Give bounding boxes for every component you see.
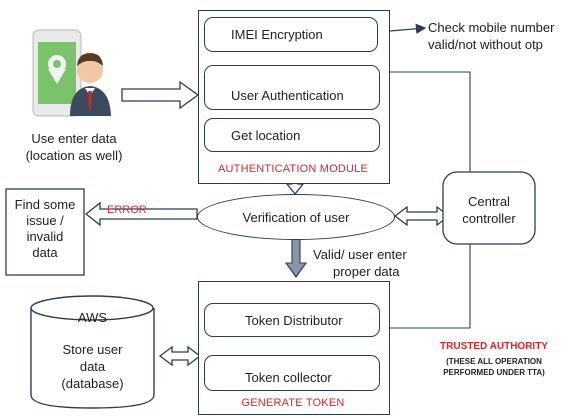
verification-central-double-arrow: [393, 205, 451, 227]
error-box-line1: Find some: [14, 197, 76, 212]
user-to-auth-arrow: [121, 80, 200, 110]
get-location-label: Get location: [231, 127, 301, 143]
error-box-text: Find some issue / invalid data: [8, 197, 82, 261]
token-collector-label: Token collector: [245, 369, 332, 385]
user-authentication-label: User Authentication: [231, 88, 344, 103]
verification-of-user-node: Verification of user: [197, 194, 395, 240]
error-box-line4: data: [32, 245, 58, 260]
error-box: [5, 188, 85, 276]
token-collector-box: Token collector: [204, 355, 380, 391]
trusted-note-line2: PERFORMED UNDER TTA): [443, 368, 545, 377]
valid-note-line1: Valid/ user enter: [313, 247, 407, 262]
generate-token-module: [198, 281, 390, 415]
trusted-authority-title: TRUSTED AUTHORITY: [440, 341, 548, 352]
valid-user-note: Valid/ user enter proper data: [313, 246, 433, 280]
aws-database-cylinder: [30, 295, 155, 409]
aws-line1: Store user: [62, 342, 123, 357]
central-line1: Central: [468, 194, 510, 209]
central-to-token-line: [388, 244, 471, 329]
aws-title: AWS: [77, 310, 108, 325]
aws-line2: data: [79, 359, 106, 374]
error-box-line2: issue /: [26, 213, 64, 228]
valid-note-line2: proper data: [333, 264, 400, 279]
user-caption-line2: (location as well): [25, 148, 123, 163]
user-authentication-box: User Authentication: [204, 65, 380, 110]
check-mobile-line2: valid/not without otp: [428, 37, 543, 52]
verification-to-token-arrow: [284, 237, 308, 278]
verification-label: Verification of user: [242, 209, 350, 225]
token-distributor-label: Token Distributor: [245, 312, 343, 328]
imei-encryption-box: IMEI Encryption: [204, 17, 378, 52]
central-controller-text: Central controller: [443, 193, 535, 227]
check-mobile-line1: Check mobile number: [428, 20, 555, 35]
verification-to-error-arrow: [84, 201, 198, 227]
get-location-box: Get location: [204, 118, 380, 152]
aws-text: AWS Store user data (database): [31, 309, 154, 392]
authentication-module-caption: AUTHENTICATION MODULE: [217, 163, 369, 175]
trusted-note-line1: (THESE ALL OPERATION: [446, 357, 542, 366]
imei-encryption-label: IMEI Encryption: [231, 27, 323, 42]
aws-line3: (database): [61, 376, 124, 391]
central-to-auth-line: [388, 71, 471, 172]
generate-token-caption: GENERATE TOKEN: [241, 397, 345, 409]
user-caption-line1: Use enter data: [31, 131, 117, 146]
central-line2: controller: [462, 211, 516, 226]
user-caption: Use enter data (location as well): [14, 130, 134, 164]
trusted-authority-note: (THESE ALL OPERATION PERFORMED UNDER TTA…: [418, 356, 570, 378]
error-box-line3: invalid: [26, 229, 64, 244]
aws-token-double-arrow: [158, 345, 202, 367]
check-mobile-note: Check mobile number valid/not without ot…: [428, 19, 574, 53]
central-controller-box: [442, 171, 536, 245]
mobile-user-icon: [32, 29, 111, 117]
error-label: ERROR: [107, 204, 147, 216]
token-distributor-box: Token Distributor: [204, 303, 380, 337]
